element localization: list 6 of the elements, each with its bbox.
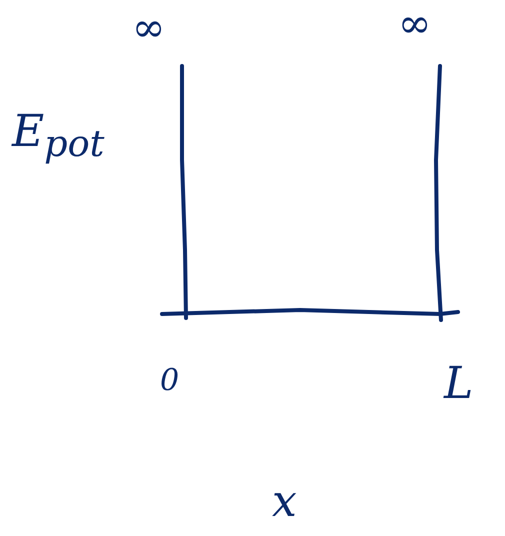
tick-label: 0 [160,366,180,396]
infinity-label: ∞ [398,4,432,44]
infinity-label: ∞ [132,8,166,48]
axis-label: x [272,480,297,524]
tick-label: L [444,362,474,406]
axis-label: E$_{pot}$ [12,110,104,162]
